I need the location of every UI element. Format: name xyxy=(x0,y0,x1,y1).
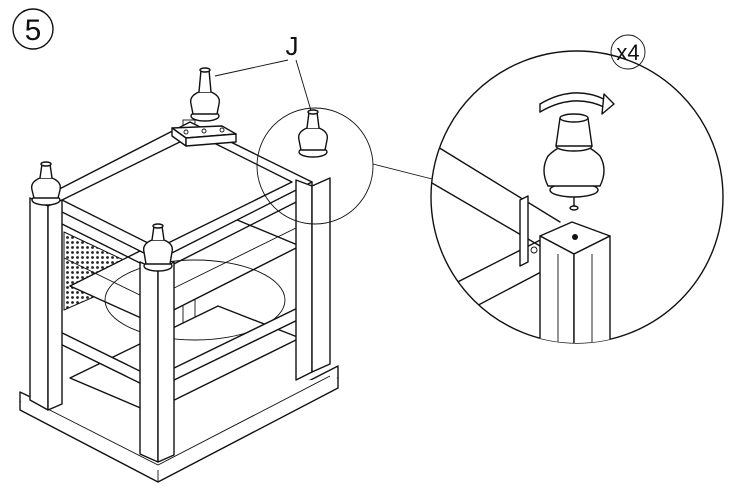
step-number: 5 xyxy=(25,14,42,47)
corner-bracket xyxy=(171,125,237,147)
detail-source-circle xyxy=(256,107,374,225)
step-number-badge: 5 xyxy=(12,8,54,50)
finial-cap-icon xyxy=(543,113,605,211)
table-frame-drawing xyxy=(19,67,437,483)
part-label: J xyxy=(286,31,299,61)
quantity-label: x4 xyxy=(616,40,639,65)
clockwise-rotate-arrow-icon xyxy=(539,92,615,115)
finial-front-left xyxy=(30,161,62,206)
part-label-callout: J xyxy=(214,31,313,115)
finial-front-center xyxy=(142,223,174,272)
finial-back-left xyxy=(189,67,221,122)
finial-back-right xyxy=(297,109,329,158)
zoom-detail: x4 xyxy=(430,34,724,344)
